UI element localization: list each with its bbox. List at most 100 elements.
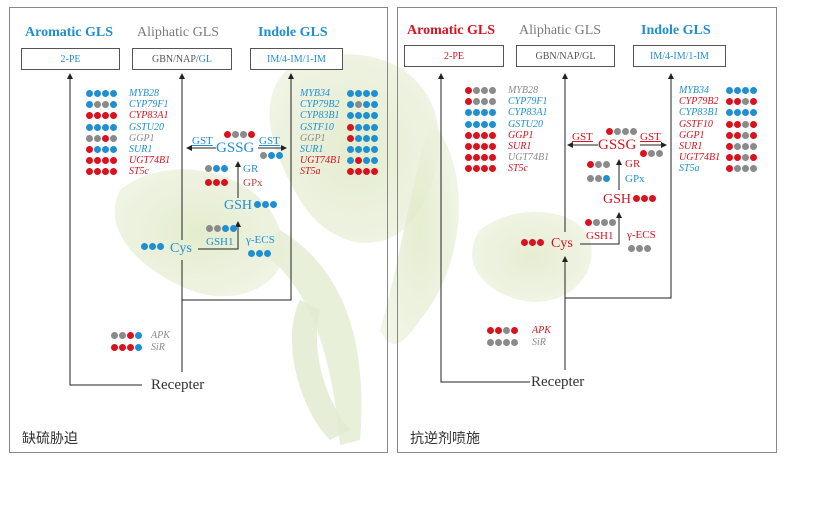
gene-label: CYP83B1 — [300, 110, 340, 122]
expression-dot — [355, 112, 362, 120]
left-cys: Cys — [170, 241, 192, 256]
right-gpx-dots — [587, 175, 610, 182]
expression-dot — [110, 90, 117, 97]
expression-dot — [355, 146, 362, 153]
expression-dot — [489, 165, 496, 173]
expression-dot — [481, 120, 488, 128]
expression-dot — [734, 87, 741, 94]
expression-dots — [726, 87, 757, 94]
expression-dot — [495, 338, 502, 346]
right-recepter: Recepter — [531, 374, 585, 390]
expression-dot — [503, 327, 510, 334]
left-recepter: Recepter — [151, 377, 205, 393]
expression-dot — [94, 134, 101, 142]
expression-dot — [726, 143, 733, 150]
expression-dot — [734, 131, 741, 139]
expression-dot — [750, 131, 757, 139]
expression-dot — [489, 120, 496, 128]
gene-label: UGT74B1 — [508, 152, 550, 164]
gene-label: ST5c — [129, 166, 149, 178]
right-caption: 抗逆剂喷施 — [410, 431, 480, 447]
expression-dots — [86, 134, 117, 142]
expression-dot — [363, 146, 370, 153]
expression-dot — [94, 90, 101, 97]
expression-dot — [127, 332, 134, 339]
expression-dot — [734, 120, 741, 128]
expression-dot — [102, 168, 109, 176]
right-box-indole-text: IM/4-IM/1-IM — [650, 50, 709, 62]
expression-dot — [465, 154, 472, 162]
expression-dot — [127, 343, 134, 351]
expression-dot — [734, 154, 741, 162]
left-panel — [9, 7, 388, 453]
expression-dot — [473, 98, 480, 106]
expression-dots — [86, 146, 117, 153]
left-gssg-dots — [224, 131, 255, 138]
expression-dots — [347, 146, 378, 153]
gene-label: APK — [151, 330, 170, 341]
expression-dot — [371, 134, 378, 142]
gene-label: MYB34 — [300, 88, 330, 99]
expression-dots — [465, 143, 496, 150]
expression-dots — [86, 123, 117, 131]
expression-dot — [742, 87, 749, 94]
expression-dot — [110, 112, 117, 120]
expression-dots — [347, 157, 378, 165]
expression-dots — [86, 112, 117, 120]
gene-label: CYP79B2 — [679, 96, 719, 108]
expression-dot — [94, 157, 101, 165]
expression-dot — [742, 120, 749, 128]
expression-dot — [347, 101, 354, 109]
expression-dot — [110, 157, 117, 165]
expression-dot — [102, 112, 109, 120]
expression-dot — [111, 343, 118, 351]
left-box-aromatic-text: 2-PE — [60, 53, 81, 65]
gene-label: CYP83A1 — [508, 107, 548, 119]
gene-label: GGP1 — [129, 132, 155, 144]
gene-label: SiR — [151, 341, 165, 353]
left-gssg: GSSG — [216, 140, 255, 156]
expression-dot — [86, 146, 93, 153]
expression-dot — [473, 109, 480, 117]
expression-dot — [473, 131, 480, 139]
gene-label: SUR1 — [300, 144, 324, 155]
expression-dot — [742, 131, 749, 139]
gene-label: GSTU20 — [508, 118, 544, 130]
expression-dot — [102, 123, 109, 131]
expression-dot — [102, 157, 109, 165]
gene-label: ST5a — [679, 163, 700, 175]
expression-dot — [86, 101, 93, 109]
expression-dot — [481, 143, 488, 150]
expression-dot — [465, 98, 472, 106]
expression-dots — [726, 120, 757, 128]
expression-dot — [86, 112, 93, 120]
expression-dot — [110, 146, 117, 153]
expression-dot — [750, 154, 757, 162]
gene-label: GSTF10 — [679, 118, 713, 130]
expression-dot — [495, 327, 502, 334]
left-gpx-dots — [205, 179, 228, 186]
right-box-aromatic-text: 2-PE — [444, 50, 464, 62]
expression-dot — [726, 87, 733, 94]
gene-label: GGP1 — [508, 129, 534, 141]
left-box-aliphatic: GBN/NAP/GL — [132, 48, 232, 70]
right-panel — [397, 7, 777, 453]
expression-dot — [347, 134, 354, 142]
gene-label: CYP79F1 — [508, 96, 548, 108]
expression-dot — [102, 146, 109, 153]
expression-dot — [355, 123, 362, 131]
right-gst-left: GST — [572, 131, 593, 143]
expression-dot — [347, 90, 354, 97]
expression-dots — [726, 98, 757, 106]
gene-label: SiR — [532, 336, 546, 348]
gene-label: CYP83B1 — [679, 107, 719, 119]
left-gecs: γ-ECS — [246, 234, 275, 246]
expression-dot — [503, 338, 510, 346]
expression-dot — [742, 143, 749, 150]
expression-dot — [355, 101, 362, 109]
expression-dot — [473, 154, 480, 162]
left-gsh1: GSH1 — [206, 236, 234, 248]
expression-dot — [481, 87, 488, 94]
expression-dot — [363, 90, 370, 97]
